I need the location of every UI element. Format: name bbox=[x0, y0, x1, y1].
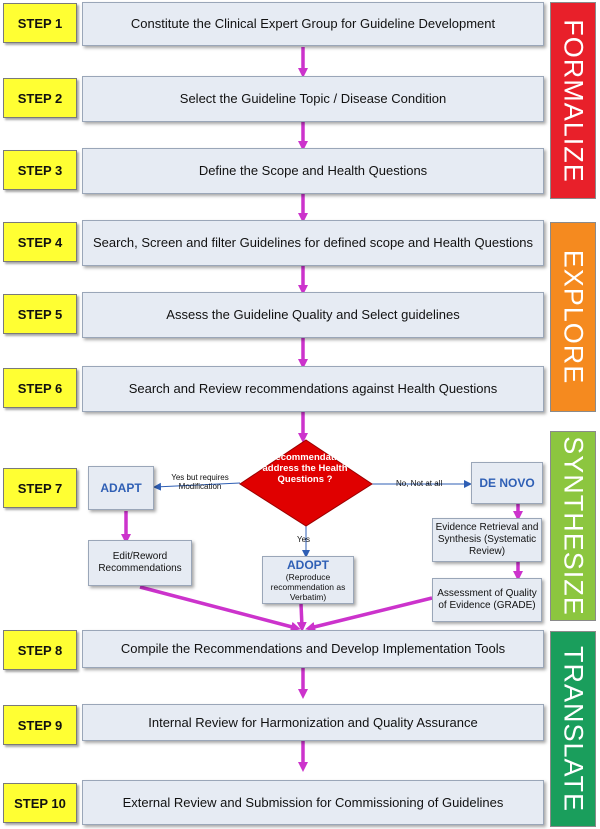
arrow-edit-step8 bbox=[139, 585, 301, 632]
step-box-1: Constitute the Clinical Expert Group for… bbox=[82, 2, 544, 46]
step-label-7: STEP 7 bbox=[3, 468, 77, 508]
note-yes: Yes bbox=[297, 535, 311, 544]
adapt-label: ADAPT bbox=[100, 481, 142, 495]
step-box-4: Search, Screen and filter Guidelines for… bbox=[82, 220, 544, 266]
note-no: No, Not at all bbox=[396, 479, 443, 488]
connector-to-adapt bbox=[153, 482, 241, 491]
arrow-adopt-step8 bbox=[296, 603, 307, 632]
evidence-label: Evidence Retrieval and Synthesis (System… bbox=[435, 522, 539, 557]
step-box-5: Assess the Guideline Quality and Select … bbox=[82, 292, 544, 338]
step-label-1: STEP 1 bbox=[3, 3, 77, 43]
phase-synthesize: SYNTHESIZE bbox=[550, 431, 596, 621]
step-label-6: STEP 6 bbox=[3, 368, 77, 408]
decision-connectors bbox=[153, 480, 472, 558]
adopt-box: ADOPT (Reproduce recommendation as Verba… bbox=[262, 556, 354, 604]
phase-label: EXPLORE bbox=[558, 249, 589, 385]
step-box-9: Internal Review for Harmonization and Qu… bbox=[82, 704, 544, 741]
step-box-10: External Review and Submission for Commi… bbox=[82, 780, 544, 825]
step-box-8: Compile the Recommendations and Develop … bbox=[82, 630, 544, 668]
step-label-3: STEP 3 bbox=[3, 150, 77, 190]
denovo-label: DE NOVO bbox=[479, 476, 535, 490]
arrow-grade-step8 bbox=[305, 596, 433, 632]
step-box-6: Search and Review recommendations agains… bbox=[82, 366, 544, 412]
denovo-box: DE NOVO bbox=[471, 462, 543, 504]
step-label-9: STEP 9 bbox=[3, 705, 77, 745]
evidence-box: Evidence Retrieval and Synthesis (System… bbox=[432, 518, 542, 562]
phase-label: TRANSLATE bbox=[558, 645, 589, 813]
edit-reword-label: Edit/Reword Recommendations bbox=[98, 551, 182, 574]
step-label-2: STEP 2 bbox=[3, 78, 77, 118]
grade-box: Assessment of Quality of Evidence (GRADE… bbox=[432, 578, 542, 622]
step-box-3: Define the Scope and Health Questions bbox=[82, 148, 544, 194]
phase-label: FORMALIZE bbox=[558, 18, 589, 183]
step-label-4: STEP 4 bbox=[3, 222, 77, 262]
step-box-2: Select the Guideline Topic / Disease Con… bbox=[82, 76, 544, 122]
step-label-5: STEP 5 bbox=[3, 294, 77, 334]
adapt-box: ADAPT bbox=[88, 466, 154, 510]
step-label-10: STEP 10 bbox=[3, 783, 77, 823]
phase-label: SYNTHESIZE bbox=[558, 436, 589, 616]
decision-text: Do recommendations address the Health Qu… bbox=[256, 452, 354, 485]
adopt-sublabel: (Reproduce recommendation as Verbatim) bbox=[270, 572, 346, 602]
phase-formalize: FORMALIZE bbox=[550, 2, 596, 199]
edit-reword-box: Edit/Reword Recommendations bbox=[88, 540, 192, 586]
phase-translate: TRANSLATE bbox=[550, 631, 596, 827]
vertical-arrows bbox=[121, 47, 523, 772]
adopt-label: ADOPT bbox=[287, 558, 329, 572]
decision-diamond bbox=[239, 439, 373, 527]
grade-label: Assessment of Quality of Evidence (GRADE… bbox=[437, 588, 537, 611]
phase-explore: EXPLORE bbox=[550, 222, 596, 412]
step-label-8: STEP 8 bbox=[3, 630, 77, 670]
note-yes-modification: Yes but requires Modification bbox=[171, 473, 229, 491]
